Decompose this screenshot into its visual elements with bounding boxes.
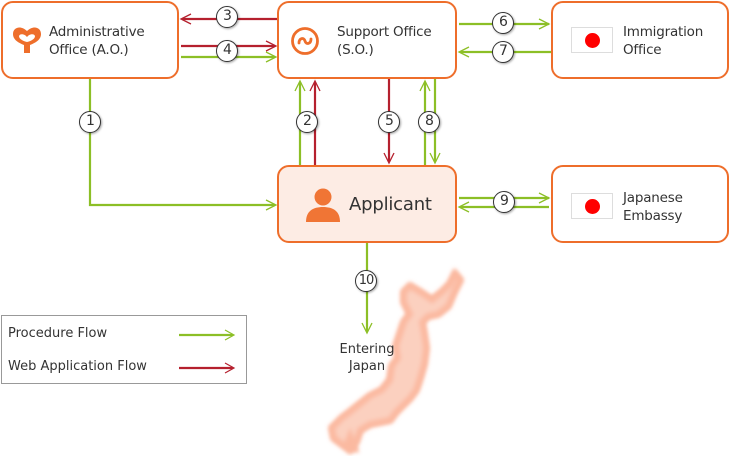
arrowhead-step-2-procedure: [294, 79, 306, 92]
swirl-icon: [291, 27, 319, 55]
arrowhead-step-5: [383, 152, 395, 165]
arrowhead-step-10: [361, 322, 373, 335]
arrowhead-step-8-down: [429, 152, 441, 165]
applicant-box: Applicant: [277, 165, 457, 243]
admin-office-label: Administrative Office (A.O.): [49, 23, 145, 59]
step-badge-10: 10: [355, 270, 377, 292]
arrowhead-step-4-procedure: [265, 51, 278, 63]
legend-web-label: Web Application Flow: [8, 359, 147, 374]
support-office-line1: Support Office: [337, 24, 432, 40]
arrowhead-step-6: [538, 18, 551, 30]
support-office-line2: (S.O.): [337, 42, 374, 58]
arrow-step-1: [88, 79, 275, 207]
arrowhead-step-9-left: [457, 201, 470, 213]
japanese-embassy-label: Japanese Embassy: [623, 189, 683, 225]
entering-japan-line2: Japan: [348, 359, 386, 374]
admin-office-box: Administrative Office (A.O.): [1, 1, 179, 79]
japan-flag-icon: [571, 27, 613, 53]
japanese-embassy-box: Japanese Embassy: [551, 165, 729, 243]
step-badge-9: 9: [493, 191, 515, 213]
support-office-label: Support Office (S.O.): [337, 23, 432, 59]
japan-map-icon: [328, 268, 464, 455]
arrowhead-step-2-web: [309, 79, 321, 92]
arrowhead-step-8-up: [419, 79, 431, 92]
legend-procedure-arrow: [179, 329, 236, 341]
immigration-office-box: Immigration Office: [551, 1, 729, 79]
step-badge-8: 8: [418, 111, 440, 133]
step-badge-5: 5: [378, 111, 400, 133]
support-office-box: Support Office (S.O.): [277, 1, 457, 79]
step-badge-7: 7: [492, 41, 514, 63]
ginkgo-leaf-icon: [13, 27, 41, 53]
arrowhead-step-3: [179, 13, 192, 25]
admin-office-line2: Office (A.O.): [49, 42, 129, 58]
legend-procedure-label: Procedure Flow: [8, 326, 108, 341]
admin-office-line1: Administrative: [49, 24, 145, 40]
immigration-office-line2: Office: [623, 42, 662, 58]
immigration-office-line1: Immigration: [623, 24, 704, 40]
entering-japan-line1: Entering: [339, 342, 395, 357]
applicant-label: Applicant: [349, 194, 432, 215]
japan-flag-icon: [571, 193, 613, 219]
arrowhead-step-1: [265, 199, 278, 211]
arrowhead-step-9-right: [538, 192, 551, 204]
step-badge-1: 1: [79, 111, 101, 133]
step-badge-6: 6: [492, 12, 514, 34]
japanese-embassy-line2: Embassy: [623, 208, 683, 224]
step-badge-3: 3: [216, 6, 238, 28]
arrowhead-step-4-web: [265, 40, 278, 52]
person-icon: [306, 188, 340, 222]
arrowhead-step-7: [457, 46, 470, 58]
immigration-office-label: Immigration Office: [623, 23, 703, 59]
step-badge-4: 4: [216, 40, 238, 62]
step-badge-2: 2: [296, 111, 318, 133]
entering-japan-label: Entering Japan: [327, 341, 407, 375]
japanese-embassy-line1: Japanese: [623, 190, 683, 206]
legend-web-arrow: [179, 362, 236, 374]
legend: Procedure Flow Web Application Flow: [1, 315, 247, 384]
